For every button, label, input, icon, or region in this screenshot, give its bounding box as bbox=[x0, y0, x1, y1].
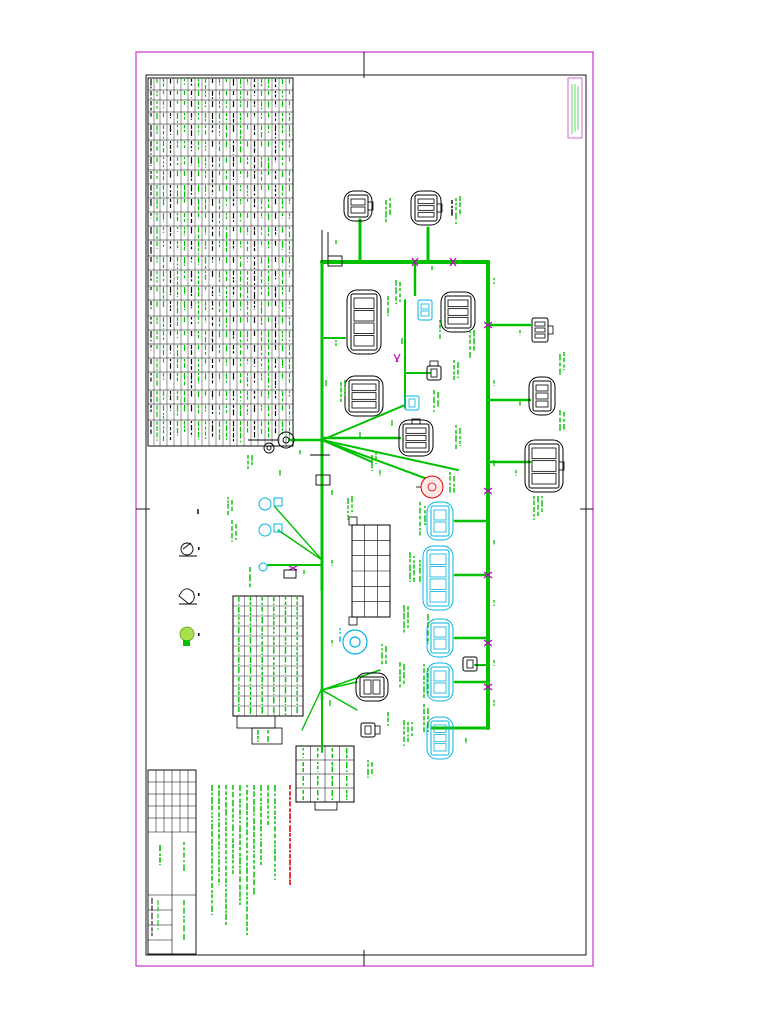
table-border bbox=[147, 77, 294, 447]
harness-wires bbox=[267, 218, 532, 753]
split-marker bbox=[483, 321, 493, 329]
terminal-symbol-marks bbox=[198, 547, 200, 636]
harness-branch-diag-3 bbox=[321, 404, 406, 441]
split-marker bbox=[449, 257, 457, 267]
connector-right-2 bbox=[528, 376, 556, 416]
connector-mid-left bbox=[344, 375, 384, 417]
split-marker bbox=[288, 565, 298, 571]
title-block bbox=[147, 769, 197, 955]
harness-branch-diag-4 bbox=[321, 439, 459, 471]
connector-stack-1 bbox=[426, 501, 454, 541]
fuse-box-foot bbox=[236, 715, 276, 729]
connector-upper-small-blue bbox=[417, 299, 433, 321]
terminal-symbol-ring bbox=[179, 542, 197, 557]
connector-left-long bbox=[348, 516, 391, 626]
harness-clips bbox=[283, 230, 343, 579]
centre-marks bbox=[136, 52, 593, 966]
clip-top bbox=[321, 230, 343, 267]
connector-upper-large bbox=[346, 289, 382, 355]
split-marker bbox=[483, 487, 493, 495]
connector-stack-side bbox=[462, 656, 478, 672]
fuse-module-foot bbox=[314, 801, 338, 811]
annotation-labels bbox=[197, 196, 565, 778]
connector-inner-blue bbox=[404, 395, 420, 411]
inner-frame bbox=[145, 74, 587, 956]
ground-ring-component bbox=[248, 431, 295, 454]
split-marker bbox=[393, 353, 401, 363]
top-corner-box-text bbox=[571, 84, 579, 134]
connector-right-3 bbox=[524, 439, 565, 493]
connector-top-right bbox=[410, 190, 443, 226]
connector-stack-3 bbox=[426, 618, 454, 658]
connector-upper-right bbox=[440, 291, 476, 333]
connector-mid-right bbox=[398, 418, 434, 457]
terminal-symbol-tab bbox=[178, 588, 197, 605]
connector-group bbox=[343, 190, 565, 760]
notes-block bbox=[211, 785, 291, 935]
connector-lower-left-2 bbox=[360, 722, 381, 738]
harness-branch-fuse bbox=[301, 687, 323, 731]
top-corner-box bbox=[567, 77, 583, 139]
outer-frame bbox=[135, 51, 594, 967]
harness-branch-left-low-fan bbox=[274, 506, 323, 561]
split-marker bbox=[483, 571, 493, 579]
split-marker bbox=[483, 683, 493, 691]
connection-table bbox=[147, 77, 294, 447]
connector-stack-5 bbox=[426, 716, 454, 760]
terminal-symbol-lamp bbox=[179, 626, 195, 646]
fuse-relay-box bbox=[232, 567, 355, 811]
connector-right-1 bbox=[531, 317, 554, 343]
connector-stack-2 bbox=[422, 545, 454, 611]
split-markers bbox=[288, 257, 493, 691]
connector-lower-left-1 bbox=[355, 672, 389, 702]
small-ring-terminals bbox=[258, 497, 283, 572]
connector-stack-4 bbox=[426, 662, 454, 702]
split-marker bbox=[411, 257, 419, 267]
clip-low bbox=[283, 569, 297, 579]
blue-round-connector bbox=[342, 629, 368, 655]
clip-mid bbox=[310, 454, 331, 486]
round-components bbox=[248, 431, 444, 655]
terminal-symbols bbox=[178, 542, 200, 646]
split-marker bbox=[483, 639, 493, 647]
sensor-round-component bbox=[416, 475, 444, 499]
connector-inner-small bbox=[426, 360, 442, 381]
fuse-box-foot bbox=[251, 727, 283, 745]
connector-top-left bbox=[343, 190, 374, 222]
